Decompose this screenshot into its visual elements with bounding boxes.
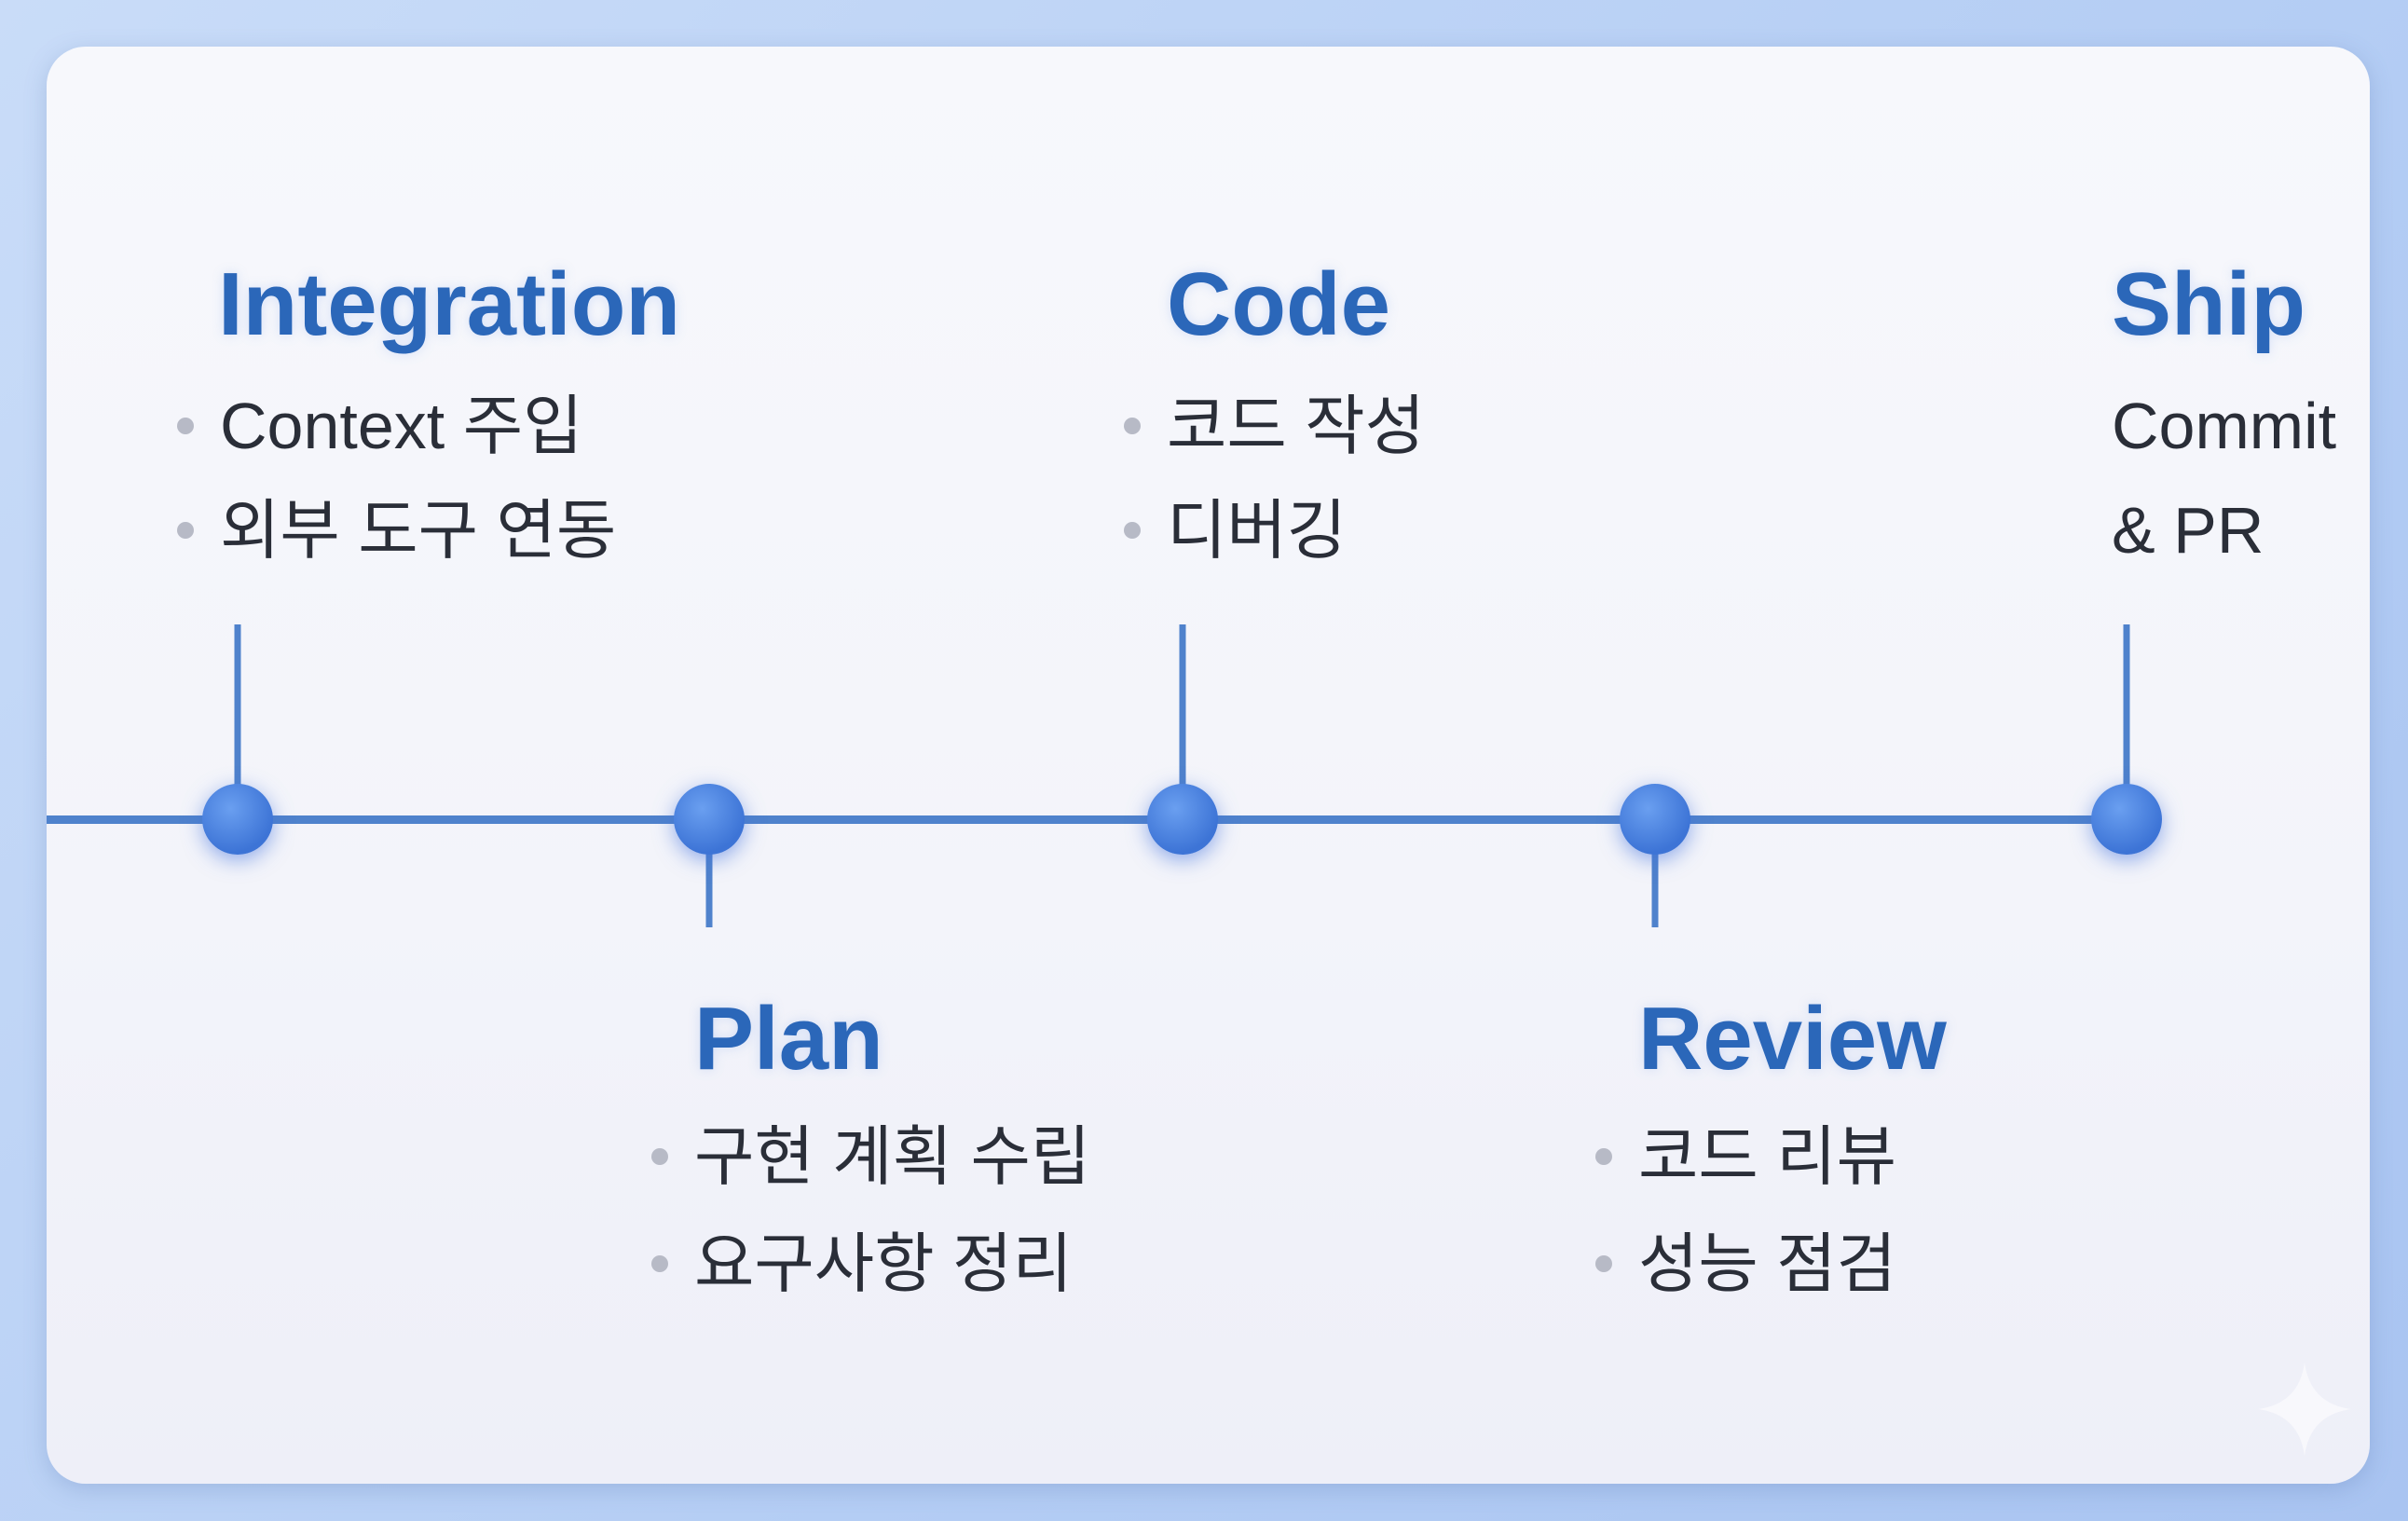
timeline-line <box>47 815 2127 824</box>
stage-item: Commit <box>2112 390 2337 462</box>
stage-item: 구현 계획 수립 <box>650 1120 1091 1193</box>
node-ship <box>2091 784 2162 855</box>
stem-plan <box>705 834 713 927</box>
stage-item: Context 주입 <box>177 390 583 462</box>
node-plan <box>674 784 745 855</box>
node-review <box>1620 784 1690 855</box>
sparkle-icon <box>2258 1363 2351 1456</box>
stage-item: 요구사항 정리 <box>651 1227 1073 1300</box>
stem-code <box>1179 624 1186 802</box>
stage-title-review: Review <box>1638 989 1947 1089</box>
stage-item: & PR <box>2112 494 2264 567</box>
timeline-card: Integration Context 주입 외부 도구 연동 Plan 구현 … <box>47 47 2370 1484</box>
stage-title-integration: Integration <box>218 254 680 354</box>
stem-integration <box>234 624 241 802</box>
stage-item: 외부 도구 연동 <box>176 494 617 567</box>
stem-ship <box>2123 624 2130 802</box>
stage-item: 성능 점검 <box>1594 1227 1897 1300</box>
stage-item: 코드 작성 <box>1123 390 1426 462</box>
node-integration <box>202 784 273 855</box>
stage-item: 디버깅 <box>1123 494 1348 567</box>
node-code <box>1147 784 1218 855</box>
stage-title-plan: Plan <box>694 989 883 1089</box>
stem-review <box>1651 834 1659 927</box>
stage-title-ship: Ship <box>2112 254 2305 354</box>
stage-title-code: Code <box>1167 254 1390 354</box>
stage-item: 코드 리뷰 <box>1594 1120 1897 1193</box>
